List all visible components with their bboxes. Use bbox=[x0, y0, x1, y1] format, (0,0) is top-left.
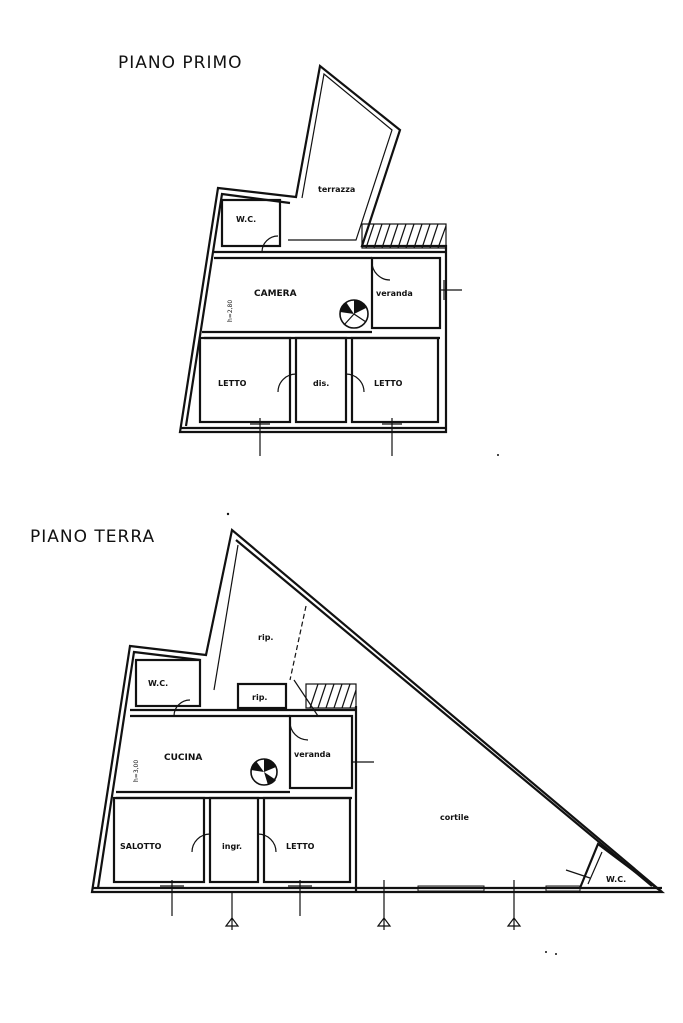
first-floor-title: PIANO PRIMO bbox=[118, 53, 243, 73]
courtyard-entrance-arrow-icon bbox=[376, 880, 392, 930]
ground-railing-hatch bbox=[305, 683, 357, 709]
first-wc-walls bbox=[220, 198, 282, 248]
ground-outer-wall bbox=[90, 527, 666, 894]
first-hall-door-right bbox=[345, 373, 365, 393]
ground-storage-small-label: rip. bbox=[252, 693, 267, 702]
ground-storage-inner-edge bbox=[213, 544, 239, 691]
first-floor-outer-wall-inner bbox=[184, 192, 291, 427]
ground-storage-large-label: rip. bbox=[258, 633, 273, 642]
ground-kitchen-label: CUCINA bbox=[164, 753, 202, 763]
ground-courtyard-wc-walls bbox=[578, 842, 663, 893]
terrace-inner-outline bbox=[288, 72, 393, 241]
first-hallway-walls bbox=[294, 336, 348, 424]
first-letto-right-label: LETTO bbox=[374, 379, 403, 388]
ground-veranda-door-swing bbox=[289, 721, 309, 741]
ground-courtyard-wc-label: W.C. bbox=[606, 875, 626, 884]
first-railing-hatch bbox=[361, 223, 447, 249]
ground-entrance-walls bbox=[208, 796, 260, 884]
ground-entrance-label: ingr. bbox=[222, 842, 242, 851]
first-floor-plan: W.C. terrazza CAMERA veranda LETTO dis. … bbox=[178, 63, 462, 456]
ground-diagonal-partition bbox=[293, 679, 319, 717]
ground-small-storage-walls bbox=[236, 682, 288, 710]
ground-entrance-door-right bbox=[257, 833, 277, 853]
ground-spiral-stair-icon bbox=[250, 758, 278, 786]
ground-outer-wall-inner bbox=[235, 539, 653, 887]
ground-veranda-walls bbox=[288, 714, 354, 790]
ground-height-note: h=3,00 bbox=[133, 760, 140, 782]
ground-wc-door-swing bbox=[173, 699, 191, 717]
first-height-note: h=2,80 bbox=[227, 300, 234, 322]
entrance-arrow-icon bbox=[224, 892, 240, 930]
first-hall-door-left bbox=[277, 373, 297, 393]
ground-floor-plan: rip. rip. W.C. CUCINA veranda SALOTTO in… bbox=[90, 527, 666, 930]
ground-veranda-label: veranda bbox=[294, 750, 331, 759]
ground-floor-title: PIANO TERRA bbox=[30, 527, 155, 547]
scan-speck bbox=[226, 512, 230, 516]
first-wc-label: W.C. bbox=[236, 215, 256, 224]
ground-courtyard-label: cortile bbox=[440, 813, 469, 822]
first-hallway-label: dis. bbox=[313, 379, 329, 388]
ground-courtyard-wc-inner bbox=[587, 851, 603, 885]
courtyard-gate-arrow-icon bbox=[506, 880, 522, 930]
ground-storage-dashed-line bbox=[289, 605, 307, 681]
scan-speck bbox=[545, 951, 547, 953]
ground-wc-walls bbox=[134, 658, 202, 708]
first-letto-left-label: LETTO bbox=[218, 379, 247, 388]
scan-speck bbox=[497, 454, 499, 456]
first-terrace-label: terrazza bbox=[318, 185, 355, 194]
ground-window-markers bbox=[160, 752, 581, 916]
ground-letto-walls bbox=[262, 796, 352, 884]
ground-salotto-label: SALOTTO bbox=[120, 842, 162, 851]
first-spiral-stair-icon bbox=[339, 299, 369, 329]
first-veranda-walls bbox=[370, 256, 442, 330]
first-letto-left-walls bbox=[198, 336, 292, 424]
first-window-markers bbox=[250, 280, 462, 456]
ground-outer-wall-left-inner bbox=[96, 650, 201, 889]
scan-speck bbox=[555, 953, 557, 955]
ground-courtyard-wc-door bbox=[565, 869, 591, 879]
ground-letto-label: LETTO bbox=[286, 842, 315, 851]
ground-salotto-walls bbox=[112, 796, 206, 884]
first-letto-right-walls bbox=[350, 336, 440, 424]
first-floor-outer-wall bbox=[178, 63, 448, 434]
first-camera-label: CAMERA bbox=[254, 289, 297, 299]
first-veranda-door-swing bbox=[371, 261, 391, 281]
first-veranda-label: veranda bbox=[376, 289, 413, 298]
ground-entrance-door-left bbox=[191, 833, 211, 853]
ground-wc-label: W.C. bbox=[148, 679, 168, 688]
first-wc-door-swing bbox=[261, 235, 279, 253]
